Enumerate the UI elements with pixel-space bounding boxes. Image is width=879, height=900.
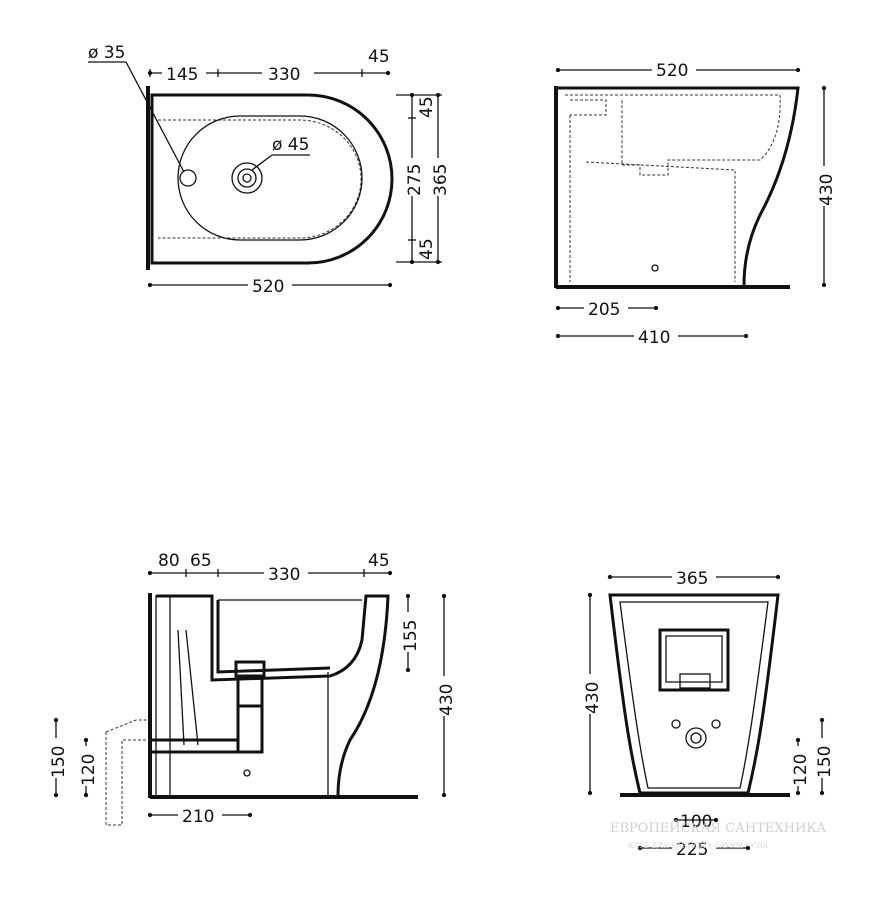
sec-dim-45: 45 [368,551,390,571]
rear-view: 365 430 120 150 100 225 [580,566,835,860]
sec-dim-330: 330 [268,565,300,585]
sec-dim-210: 210 [182,807,214,827]
top-dim-right-45a: 45 [417,96,437,118]
top-dim-330: 330 [268,65,300,85]
side-dim-430: 430 [817,174,837,206]
side-dim-205: 205 [588,300,620,320]
top-dim-520: 520 [252,277,284,297]
sec-dim-120: 120 [79,754,99,786]
top-dim-right-365: 365 [431,164,451,196]
sec-dim-155: 155 [401,620,421,652]
rear-dim-365: 365 [676,569,708,589]
top-dia-drain: ø 45 [272,135,309,155]
rear-dim-100: 100 [680,812,712,832]
top-dia-hole: ø 35 [88,43,125,63]
top-view: ø 35 ø 45 145 330 45 520 45 275 45 365 [88,43,451,297]
sec-dim-80: 80 [158,551,180,571]
watermark-title: ЕВРОПЕЙСКАЯ САНТЕХНИКА [610,819,826,836]
watermark-subtitle: КЛУБ ДЛЯ ВАННОЙ • САУНЫ • СПА [628,841,769,850]
rear-dim-225: 225 [676,840,708,860]
top-dim-right-275: 275 [405,164,425,196]
sec-dim-430: 430 [437,684,457,716]
sec-dim-150: 150 [49,746,69,778]
side-dim-520: 520 [656,61,688,81]
section-view: 80 65 330 45 155 430 150 120 210 [46,551,457,827]
top-dim-right-45b: 45 [417,238,437,260]
sec-dim-65: 65 [190,551,212,571]
top-dim-45: 45 [368,47,390,67]
side-dim-410: 410 [638,328,670,348]
rear-dim-150: 150 [815,746,835,778]
top-dim-145: 145 [166,65,198,85]
rear-dim-120: 120 [791,754,811,786]
rear-dim-430: 430 [583,682,603,714]
side-view: 520 430 205 410 [554,58,837,348]
